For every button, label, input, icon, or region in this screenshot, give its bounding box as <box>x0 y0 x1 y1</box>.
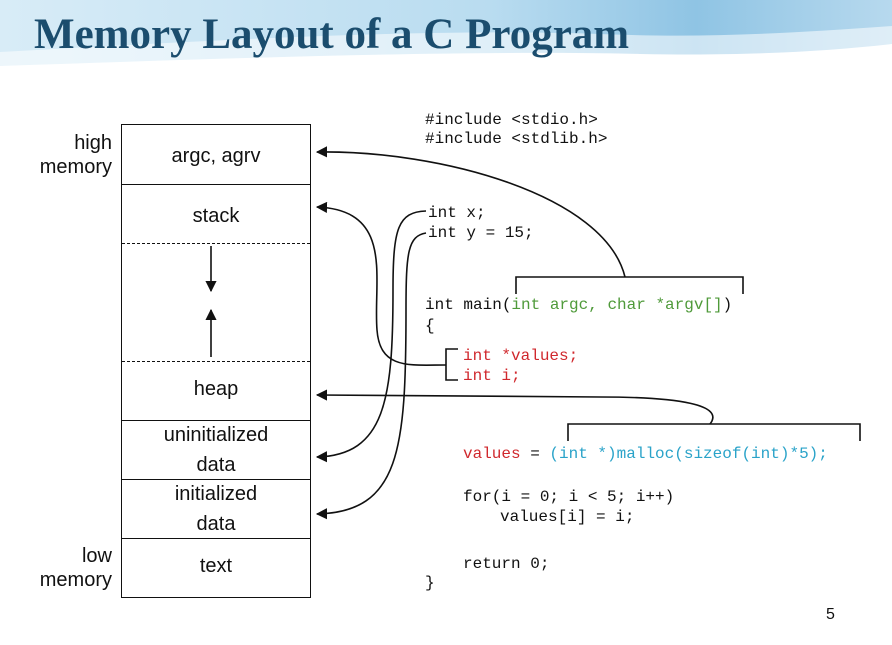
code-assign-eq: = <box>520 445 550 463</box>
memory-layout-box: argc, agrv stack heap uninitialized data… <box>121 124 311 598</box>
code-global-x: int x; <box>428 204 486 222</box>
segment-initialized-line1: initialized <box>174 483 258 505</box>
segment-divider <box>122 420 310 421</box>
code-malloc-line: values = (int *)malloc(sizeof(int)*5); <box>463 445 828 464</box>
code-local-i: int i; <box>463 367 521 385</box>
segment-divider <box>122 184 310 185</box>
code-assign-target: values <box>463 445 521 463</box>
segment-text-label: text <box>199 555 233 577</box>
code-main-prefix: int main( <box>425 296 512 314</box>
code-close-brace: } <box>425 574 435 592</box>
stack-dashed-boundary <box>122 243 310 244</box>
malloc-bracket <box>567 423 861 441</box>
heap-dashed-boundary <box>122 361 310 362</box>
header-banner: Memory Layout of a C Program <box>0 0 892 80</box>
segment-uninitialized-line1: uninitialized <box>163 424 269 446</box>
locals-bracket <box>445 348 458 381</box>
banner-wave-graphic <box>0 26 892 80</box>
segment-divider <box>122 538 310 539</box>
code-loop-body: values[i] = i; <box>500 508 635 526</box>
argc-arrow <box>315 146 626 278</box>
high-memory-line2: memory <box>39 156 112 178</box>
initialized-data-arrow <box>315 232 427 520</box>
code-include-stdlib: #include <stdlib.h> <box>425 130 608 148</box>
code-global-y: int y = 15; <box>428 224 534 242</box>
segment-divider <box>122 479 310 480</box>
slide-title: Memory Layout of a C Program <box>34 11 630 58</box>
code-malloc-call: (int *)malloc(sizeof(int)*5); <box>549 445 828 463</box>
segment-argc-label: argc, agrv <box>171 145 261 167</box>
code-return: return 0; <box>463 555 550 573</box>
code-local-values: int *values; <box>463 347 579 365</box>
low-memory-label: low memory <box>20 544 112 592</box>
page-number: 5 <box>826 606 835 623</box>
low-memory-line1: low <box>81 545 112 567</box>
code-main-params: int argc, char *argv[] <box>511 296 723 314</box>
segment-uninitialized-line2: data <box>196 454 236 476</box>
code-open-brace: { <box>425 317 435 335</box>
code-include-stdio: #include <stdio.h> <box>425 111 598 129</box>
high-memory-label: high memory <box>20 131 112 179</box>
code-main-suffix: ) <box>722 296 733 314</box>
uninitialized-data-arrow <box>315 210 427 463</box>
code-for-loop: for(i = 0; i < 5; i++) <box>463 488 675 506</box>
heap-arrow <box>315 389 714 425</box>
code-main-signature: int main(int argc, char *argv[]) <box>425 296 732 315</box>
segment-initialized-line2: data <box>196 513 236 535</box>
stack-arrow <box>315 201 447 366</box>
high-memory-line1: high <box>74 132 112 154</box>
params-bracket <box>515 276 744 294</box>
low-memory-line2: memory <box>39 569 112 591</box>
segment-heap-label: heap <box>193 378 239 400</box>
segment-stack-label: stack <box>192 205 240 227</box>
